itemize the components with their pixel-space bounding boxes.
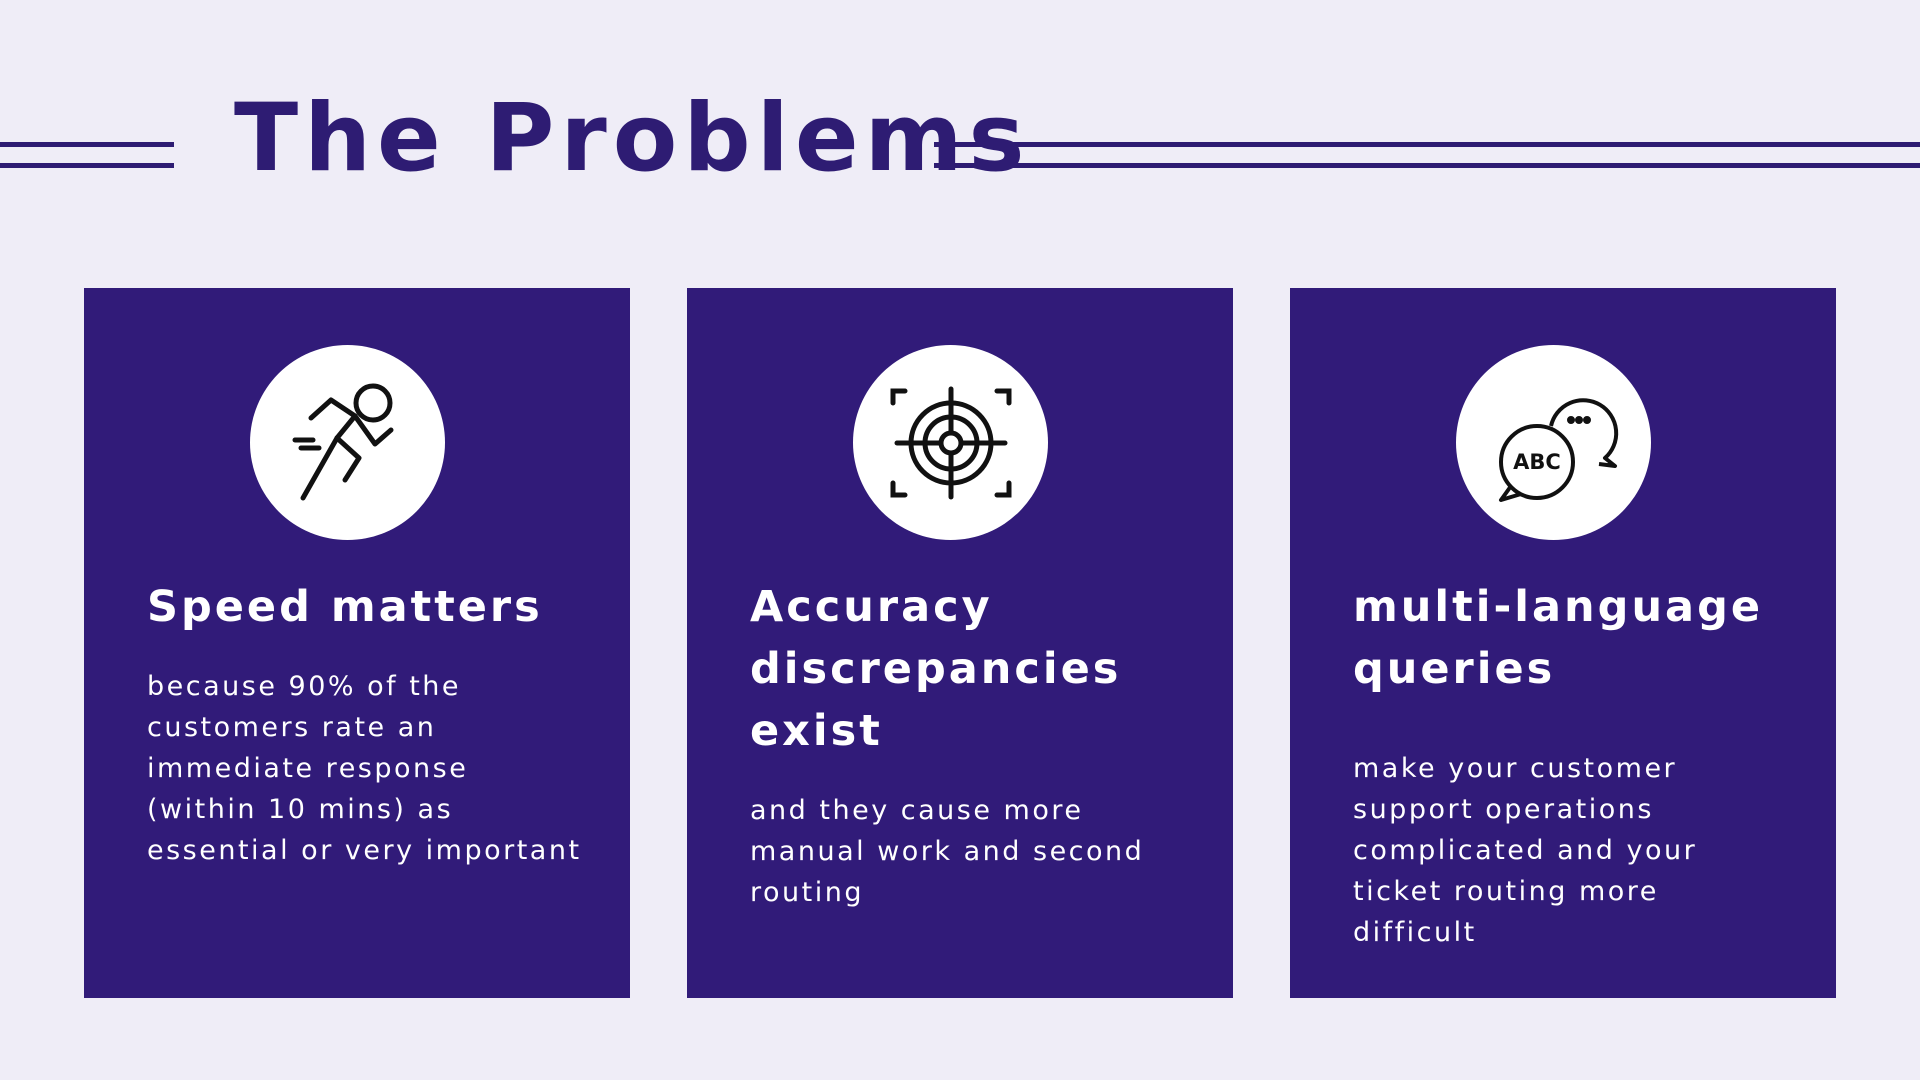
problem-card-speed: Speed matters because 90% of the custome… (84, 288, 630, 998)
speech-bubble-text: ABC (1513, 450, 1561, 474)
card-title: Speed matters (147, 582, 543, 632)
header-rule-left-bottom (0, 163, 174, 168)
speech-bubbles-abc-icon: ABC (1498, 397, 1618, 502)
icon-badge: ABC (1456, 345, 1651, 540)
problem-card-accuracy: Accuracy discrepancies exist and they ca… (687, 288, 1233, 998)
running-person-icon (292, 383, 393, 500)
header-rule-left-top (0, 142, 174, 147)
card-title: multi-language queries (1353, 582, 1764, 694)
icon-badge (853, 345, 1048, 540)
card-body: make your customer support operations co… (1353, 753, 1698, 948)
card-title: Accuracy discrepancies exist (750, 582, 1122, 756)
header-rule-right-bottom (934, 163, 1920, 168)
card-body: and they cause more manual work and seco… (750, 795, 1145, 908)
page-title: The Problems (234, 84, 1031, 193)
card-body: because 90% of the customers rate an imm… (147, 671, 582, 866)
target-crosshair-icon (890, 386, 1011, 499)
header-rule-right-top (934, 142, 1920, 147)
problem-card-multi-language: ABC multi-language queries make your cus… (1290, 288, 1836, 998)
icon-badge (250, 345, 445, 540)
